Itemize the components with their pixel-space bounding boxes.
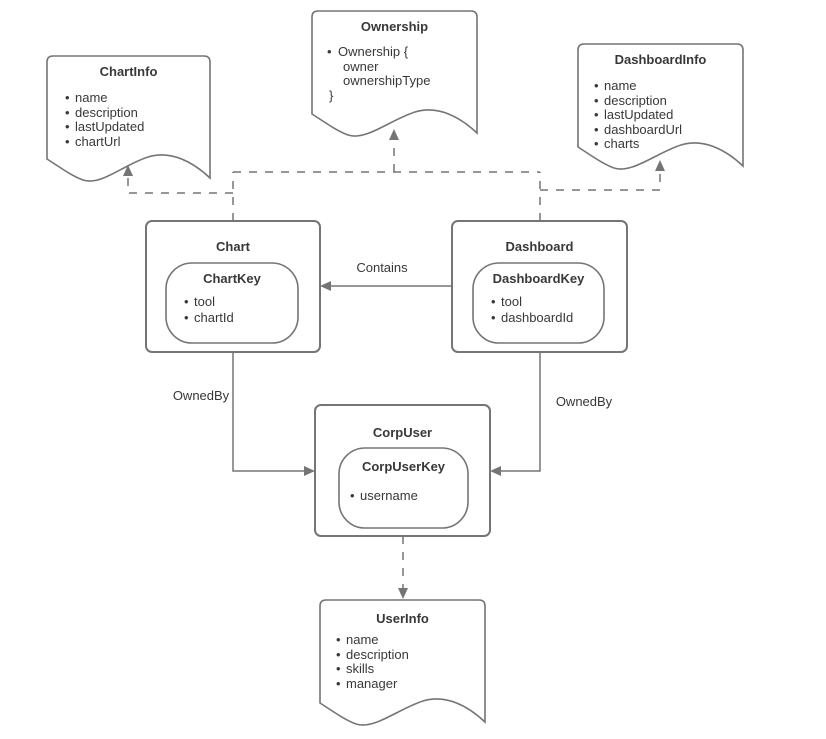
attribute-item: name — [594, 78, 682, 94]
attribute-item: tool — [491, 294, 573, 310]
contains-arrowhead — [320, 281, 331, 291]
userinfo-arrowhead — [398, 588, 408, 599]
attribute-item: chartId — [184, 310, 234, 326]
corpuserkey-title: CorpUserKey — [361, 459, 446, 474]
dashboard-entity-title: Dashboard — [505, 239, 574, 254]
dashboardkey-field-list: tooldashboardId — [491, 294, 573, 325]
corpuserkey-field-list: username — [350, 488, 418, 504]
userinfo-title: UserInfo — [376, 611, 429, 626]
dashboardinfo-attribute-list: namedescriptionlastUpdateddashboardUrlch… — [594, 78, 682, 152]
attribute-item: dashboardUrl — [594, 122, 682, 138]
attribute-item: name — [336, 632, 409, 648]
ownedby-left-arrowhead — [304, 466, 315, 476]
attribute-item: ownershipType — [343, 73, 431, 88]
attribute-item: username — [350, 488, 418, 504]
userinfo-document-shape — [319, 599, 486, 726]
ownership-document-shape — [311, 10, 478, 137]
chartinfo-title: ChartInfo — [99, 64, 158, 79]
attribute-item: skills — [336, 661, 409, 677]
dashboard-to-dashboardinfo-edge — [540, 168, 661, 191]
attribute-item: lastUpdated — [65, 119, 144, 135]
attribute-item: charts — [594, 136, 682, 152]
dashboardinfo-document-shape — [577, 43, 744, 170]
ownedby-right-arrowhead — [490, 466, 501, 476]
ownedby-right-edge-label: OwnedBy — [555, 394, 613, 410]
chartinfo-arrowhead — [123, 165, 133, 176]
ownership-record-open: Ownership { — [327, 44, 430, 60]
dashboardinfo-arrowhead — [655, 160, 665, 171]
dashboardkey-title: DashboardKey — [492, 271, 585, 286]
chart-entity-title: Chart — [216, 239, 250, 254]
contains-edge-label: Contains — [340, 260, 424, 276]
chartkey-field-list: toolchartId — [184, 294, 234, 325]
dashboardinfo-title: DashboardInfo — [614, 52, 707, 67]
ownership-record-close: } — [329, 87, 334, 103]
chart-to-chartinfo-edge — [127, 173, 233, 194]
corpuser-entity-title: CorpUser — [372, 425, 433, 440]
dashboardkey-box — [472, 262, 605, 344]
attribute-item: description — [65, 105, 144, 121]
attribute-item: tool — [184, 294, 234, 310]
attribute-item: owner — [343, 58, 379, 74]
chartkey-box — [165, 262, 299, 344]
ownedby-left-edge — [232, 352, 308, 472]
ownedby-right-edge — [497, 352, 541, 472]
attribute-item: description — [336, 647, 409, 663]
attribute-item: dashboardId — [491, 310, 573, 326]
attribute-item: name — [65, 90, 144, 106]
ownedby-left-edge-label: OwnedBy — [172, 388, 230, 404]
attribute-item: lastUpdated — [594, 107, 682, 123]
corpuserkey-box — [338, 447, 469, 529]
ownership-arrowhead — [389, 129, 399, 140]
attribute-item: chartUrl — [65, 134, 144, 150]
attribute-item: description — [594, 93, 682, 109]
ownership-title: Ownership — [360, 19, 429, 34]
userinfo-attribute-list: namedescriptionskillsmanager — [336, 632, 409, 692]
chartinfo-document-shape — [46, 55, 211, 182]
chartkey-title: ChartKey — [203, 271, 261, 286]
attribute-item: manager — [336, 676, 409, 692]
chartinfo-attribute-list: namedescriptionlastUpdatedchartUrl — [65, 90, 144, 150]
